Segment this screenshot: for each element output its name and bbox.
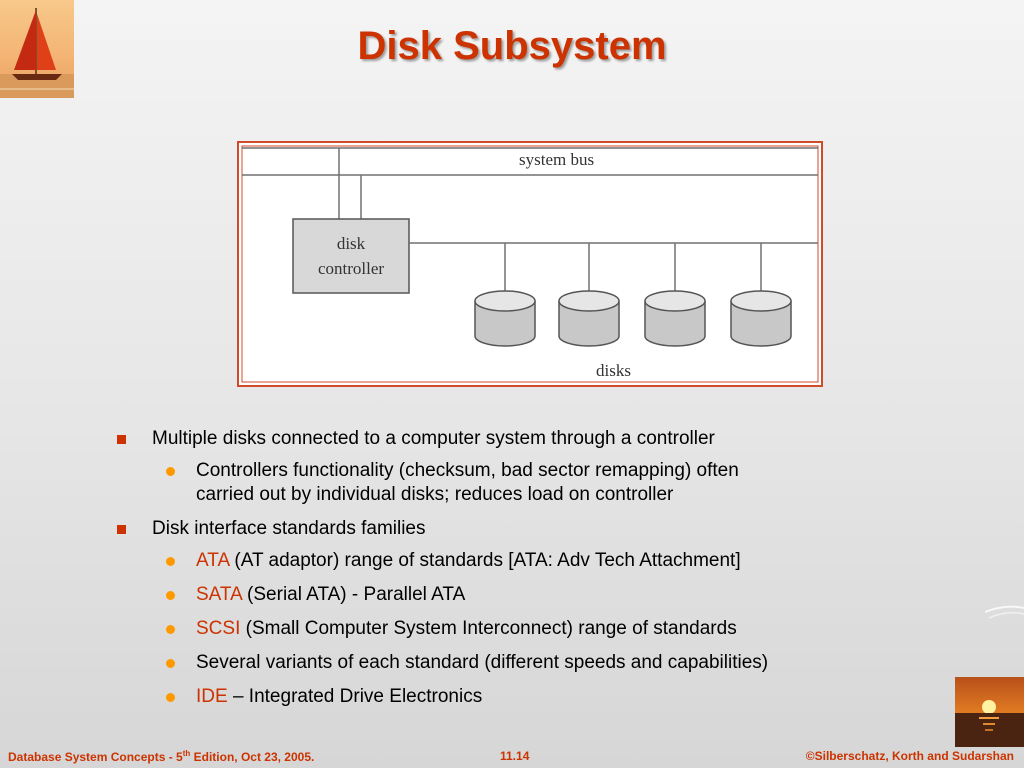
controller-label-line2: controller <box>318 259 384 278</box>
round-bullet-icon <box>166 625 175 634</box>
disk-subsystem-diagram: system bus disk controller <box>237 141 823 387</box>
footer-book-prefix: Database System Concepts - 5 <box>8 750 183 764</box>
term-ata: ATA <box>196 550 230 571</box>
sunset-logo-icon <box>955 677 1024 747</box>
decorative-swoosh <box>985 605 1024 619</box>
term-scsi: SCSI <box>196 618 241 639</box>
sub-bullet-text: Several variants of each standard (diffe… <box>196 652 769 673</box>
disk-4 <box>730 290 792 347</box>
footer-copyright: ©Silberschatz, Korth and Sudarshan <box>805 749 1014 763</box>
bullet-list: Multiple disks connected to a computer s… <box>115 427 915 719</box>
bullet-item: Disk interface standards families <box>115 517 915 541</box>
disk-3 <box>644 290 706 347</box>
slide-title: Disk Subsystem <box>357 24 667 68</box>
footer-page-number: 11.14 <box>500 749 530 763</box>
bullet-item: Multiple disks connected to a computer s… <box>115 427 915 451</box>
sub-bullet-item: SATA (Serial ATA) - Parallel ATA <box>115 583 915 607</box>
disk-controller-box <box>292 218 410 294</box>
bullet-text: Multiple disks connected to a computer s… <box>152 428 715 449</box>
sub-bullet-item: ATA (AT adaptor) range of standards [ATA… <box>115 549 915 573</box>
controller-label-line1: disk <box>337 234 366 253</box>
sub-bullet-text: – Integrated Drive Electronics <box>227 686 483 707</box>
round-bullet-icon <box>166 693 175 702</box>
footer: Database System Concepts - 5th Edition, … <box>0 746 1024 768</box>
square-bullet-icon <box>117 435 126 444</box>
footer-book-sup: th <box>182 749 191 758</box>
bullet-text: Disk interface standards families <box>152 518 426 539</box>
disk-2 <box>558 290 620 347</box>
footer-book-title: Database System Concepts - 5th Edition, … <box>8 749 314 764</box>
sub-bullet-text-line2: carried out by individual disks; reduces… <box>196 484 674 505</box>
round-bullet-icon <box>166 467 175 476</box>
round-bullet-icon <box>166 557 175 566</box>
square-bullet-icon <box>117 525 126 534</box>
round-bullet-icon <box>166 659 175 668</box>
sub-bullet-text: (Serial ATA) - Parallel ATA <box>241 584 466 605</box>
round-bullet-icon <box>166 591 175 600</box>
disk-1 <box>474 290 536 347</box>
sub-bullet-item: IDE – Integrated Drive Electronics <box>115 685 915 709</box>
sub-bullet-item: Several variants of each standard (diffe… <box>115 651 915 675</box>
sub-bullet-text: (Small Computer System Interconnect) ran… <box>240 618 737 639</box>
sailboat-logo-icon <box>0 0 74 98</box>
sub-bullet-text-line1: Controllers functionality (checksum, bad… <box>196 460 739 481</box>
sub-bullet-text: (AT adaptor) range of standards [ATA: Ad… <box>229 550 741 571</box>
sub-bullet-item: Controllers functionality (checksum, bad… <box>115 459 915 507</box>
disks-label: disks <box>596 361 631 380</box>
sub-bullet-item: SCSI (Small Computer System Interconnect… <box>115 617 915 641</box>
term-ide: IDE <box>196 686 228 707</box>
term-sata: SATA <box>196 584 242 605</box>
footer-book-suffix: Edition, Oct 23, 2005. <box>190 750 315 764</box>
system-bus-label: system bus <box>519 150 594 169</box>
